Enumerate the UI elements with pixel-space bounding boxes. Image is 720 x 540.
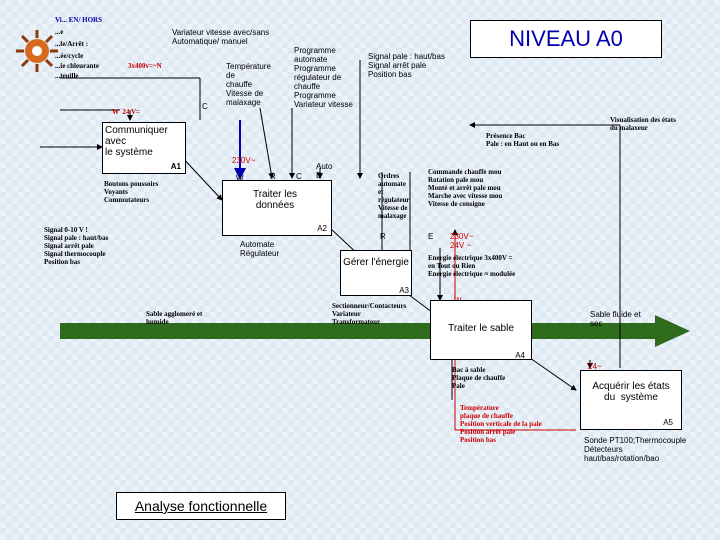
gear-icon bbox=[16, 30, 58, 72]
signal-top-label: Signal pale : haut/bas Signal arrêt pale… bbox=[368, 52, 445, 79]
e-label: E bbox=[428, 232, 434, 241]
block-a2-text: Traiter les données bbox=[252, 189, 298, 211]
block-a5-label: A5 bbox=[663, 418, 673, 427]
block-a3-text: Gérer l'énergie bbox=[343, 257, 409, 268]
presence-label: Présence Bac Pale : en Haut ou en Bas bbox=[486, 132, 560, 148]
auto-label: Auto E bbox=[316, 162, 333, 180]
block-a5-text: Acquérir les états du système bbox=[592, 381, 670, 403]
level-title-box: NIVEAU A0 bbox=[470, 20, 662, 58]
block-a3: Gérer l'énergie A3 bbox=[340, 250, 412, 296]
sensor-label: Sonde PT100;Thermocouple Détecteurs haut… bbox=[584, 436, 687, 463]
buttons-label: Boutons poussoirs Voyants Commutateurs bbox=[104, 180, 159, 204]
wet-sand-label: Sable agglomeré et humide bbox=[146, 310, 203, 326]
heating-label: ...ie chleurante bbox=[55, 62, 99, 70]
block-a1: Communiquer avec le système A1 bbox=[102, 122, 186, 174]
block-a3-label: A3 bbox=[399, 286, 409, 295]
program-label: Programme automate Programme régulateur … bbox=[294, 46, 353, 109]
mode-label: ...e bbox=[55, 28, 64, 36]
cycle-label: ...ée/cycle bbox=[55, 52, 84, 60]
speed-variator-label: Variateur vitesse avec/sans Automatique/… bbox=[172, 28, 270, 46]
block-a4-text: Traiter le sable bbox=[448, 323, 514, 334]
supply-voltage: 3x400v=~N bbox=[128, 62, 162, 70]
process-flow-arrow bbox=[60, 315, 690, 347]
fault-label: ...teuille bbox=[55, 72, 79, 80]
r-orders-label: R bbox=[380, 232, 386, 241]
signal-left-label: Signal 0-10 V ! Signal pale : haut/bas S… bbox=[44, 226, 109, 266]
automate-label: Automate Régulateur bbox=[240, 240, 280, 258]
control-c-top: C bbox=[202, 102, 208, 111]
block-a4: Traiter le sable A4 bbox=[430, 300, 532, 360]
block-a2: Traiter les données A2 bbox=[222, 180, 332, 236]
block-a1-text: Communiquer avec le système bbox=[105, 125, 168, 158]
footer-title: Analyse fonctionnelle bbox=[134, 498, 268, 514]
power-label: Vi... EN/ HORS bbox=[55, 16, 102, 24]
w-mid-label: W bbox=[236, 174, 244, 183]
voltage-230-right: 230V~ 24V ~ bbox=[450, 232, 474, 250]
dry-sand-label: Sable fluide et sec bbox=[590, 310, 641, 328]
footer-title-box: Analyse fonctionnelle bbox=[116, 492, 286, 520]
orders-label: Ordres automate et régulateur Vitesse de… bbox=[378, 172, 410, 220]
block-a2-label: A2 bbox=[317, 224, 327, 233]
block-a1-label: A1 bbox=[170, 162, 181, 171]
temperature-bottom-label: Température plaque de chauffe Position v… bbox=[460, 404, 542, 444]
command-label: Commande chauffe mou Rotation pale mou M… bbox=[428, 168, 503, 208]
temperature-speed-label: Température de chauffe Vitesse de malaxa… bbox=[226, 62, 271, 107]
start-stop-label: ...le/Arrêt : bbox=[55, 40, 89, 48]
block-a5: Acquérir les états du système A5 bbox=[580, 370, 682, 430]
control-voltage: W 24 V= bbox=[112, 108, 141, 116]
voltage-230-top: 230V~ bbox=[232, 156, 256, 165]
c-mid-label: C bbox=[296, 172, 302, 181]
r-mid-label: R bbox=[270, 172, 276, 181]
switchgear-label: Sectionneur/Contacteurs Variateur Transf… bbox=[332, 302, 407, 326]
page-title: NIVEAU A0 bbox=[509, 26, 623, 51]
sand-tray-label: Bac à sable Plaque de chauffe Pale bbox=[452, 366, 506, 390]
visualisation-label: Visualisation des états du malaxeur bbox=[610, 116, 676, 132]
energy-label: Energie électrique 3x400V = en Tout ou R… bbox=[428, 254, 516, 278]
block-a4-label: A4 bbox=[515, 351, 525, 360]
